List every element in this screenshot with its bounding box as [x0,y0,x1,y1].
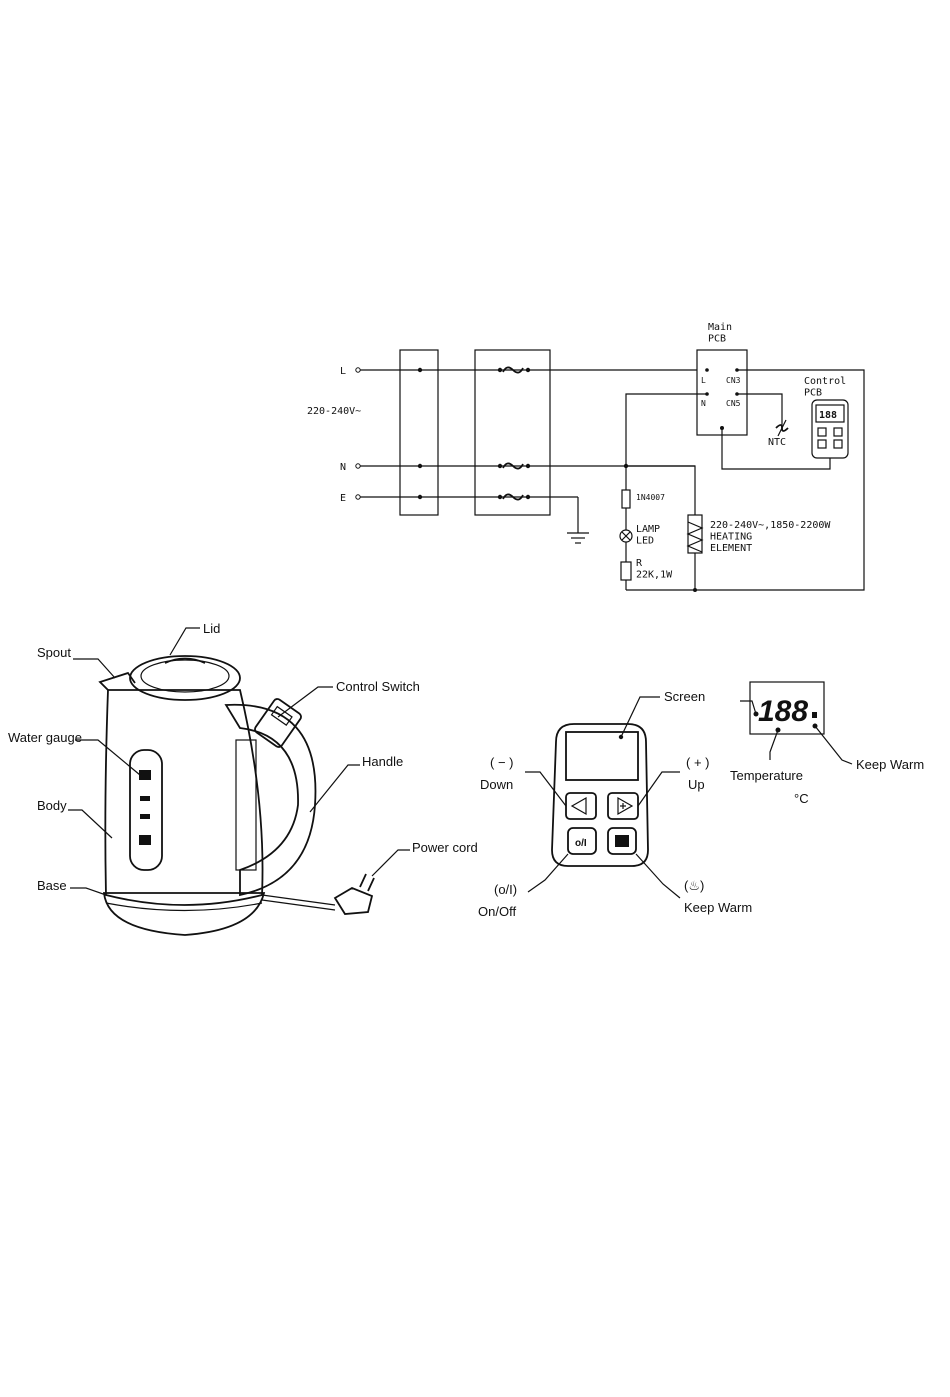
control-pcb-device: 188 [812,400,848,458]
label-line-e: E [340,493,346,504]
kettle-illustration: Lid Spout Control Switch Water gauge Han… [8,621,478,935]
control-panel-screen [566,732,638,780]
label-lid: Lid [203,621,220,636]
label-main-pcb-l: L [701,376,706,385]
label-supply-voltage: 220-240V~ [307,406,361,417]
down-button[interactable] [566,793,596,819]
label-onoff-symbol: (o/I) [494,882,517,897]
label-keepwarm-symbol: (♨) [684,878,704,893]
label-ntc: NTC [768,437,786,448]
control-panel-illustration: o/I 188 Screen ( − ) Down ( + ) Up (o/I)… [478,682,924,919]
label-down: Down [480,777,513,792]
label-body: Body [37,798,67,813]
label-line-l: L [340,366,346,377]
label-down-symbol: ( − ) [490,755,513,770]
kettle-handle [226,705,315,895]
label-up-symbol: ( + ) [686,755,709,770]
connector-block [475,350,550,515]
label-cn3: CN3 [726,376,741,385]
kettle-power-cord [262,895,335,905]
down-arrow-icon [572,798,586,814]
main-pcb-box [697,350,747,435]
label-control-switch: Control Switch [336,679,420,694]
label-up: Up [688,777,705,792]
kettle-control-switch [253,697,302,748]
label-power-cord: Power cord [412,840,478,855]
label-diode: 1N4007 [636,493,665,502]
label-screen: Screen [664,689,705,704]
keep-warm-icon [615,835,629,847]
label-temperature: Temperature [730,768,803,783]
display-digits: 188 [758,695,808,728]
label-line-n: N [340,462,346,473]
label-temp-unit: °C [794,791,809,806]
resistor-22k [621,562,631,580]
onoff-button-text: o/I [575,838,587,849]
kettle-body [105,690,262,905]
keep-warm-indicator-icon [812,712,817,718]
label-spout: Spout [37,645,71,660]
kettle-water-gauge [130,750,162,870]
label-base: Base [37,878,67,893]
label-keep-warm-indicator: Keep Warm [856,757,924,772]
label-handle: Handle [362,754,403,769]
label-water-gauge: Water gauge [8,730,82,745]
label-keepwarm: Keep Warm [684,900,752,915]
label-cn5: CN5 [726,399,741,408]
control-pcb-display: 188 [819,410,837,421]
label-main-pcb-n: N [701,399,706,408]
label-onoff: On/Off [478,904,516,919]
power-plug [335,888,372,914]
terminal-block [400,350,438,515]
kettle-lid [130,656,240,700]
diode-1n4007 [622,490,630,508]
